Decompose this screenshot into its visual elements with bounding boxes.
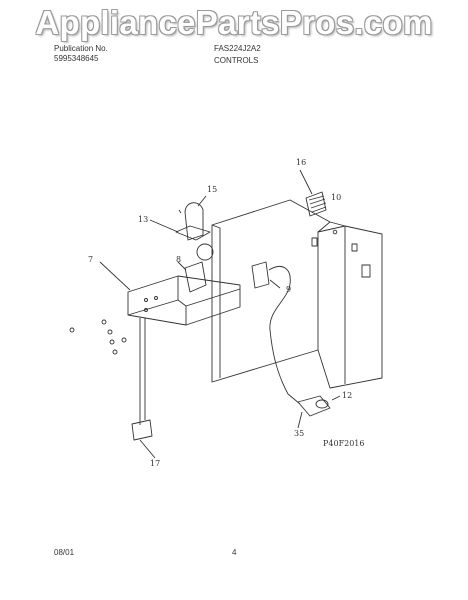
publication-label: Publication No. [54,44,108,53]
callout-10: 10 [331,193,341,202]
callout-13: 13 [138,215,148,224]
callout-16: 16 [296,158,306,167]
callout-labels: 16 15 13 10 7 8 9 12 35 17 P40F2016 [88,158,364,468]
housing-panel [211,199,331,383]
callout-35: 35 [294,429,304,438]
publication-number: 5995348645 [54,54,99,63]
sensor-part-12 [297,395,331,417]
housing-panel-edge [211,224,221,378]
section-title: CONTROLS [214,56,259,65]
figure-code: P40F2016 [323,439,364,448]
bracket-part-15 [184,202,204,241]
cabinet-window [361,264,371,278]
model-number: FAS224J2A2 [214,44,261,53]
switch-part-8 [184,261,207,293]
footer-date: 08/01 [54,548,75,557]
plug-part-17 [131,419,153,441]
watermark-logo: AppliancePartsPros.com [35,4,433,41]
screws [69,319,127,355]
wire-harness [139,318,146,425]
callout-17: 17 [150,459,160,468]
callout-7: 7 [88,255,93,264]
callout-8: 8 [176,255,181,264]
callout-9: 9 [286,285,291,294]
knob-part-13 [196,243,214,261]
switch-part-9 [251,261,270,289]
connector-part-16 [305,191,327,217]
footer-page-number: 4 [232,548,237,557]
callout-15: 15 [207,185,217,194]
callout-12: 12 [342,391,352,400]
cabinet-part-10 [317,225,383,389]
